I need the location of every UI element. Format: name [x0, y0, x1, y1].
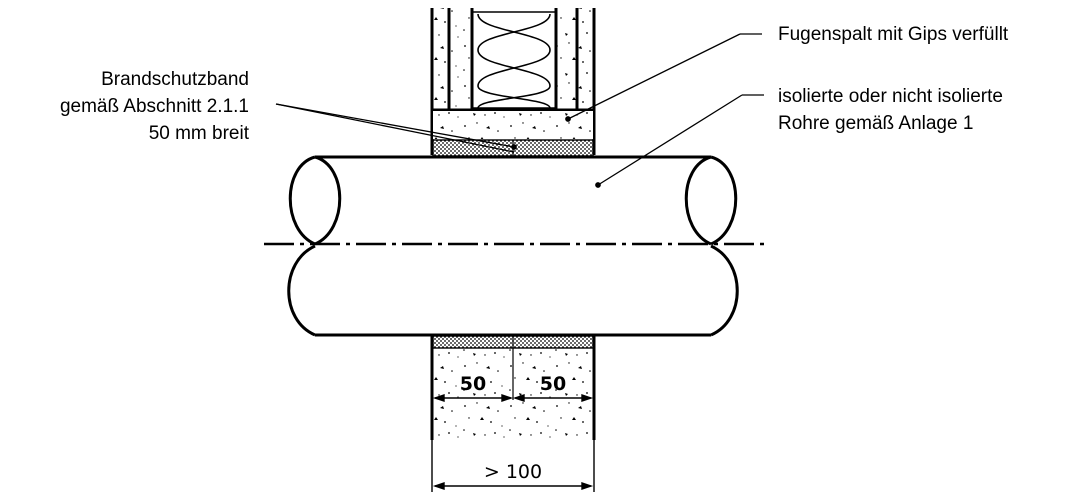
lower-wall [430, 335, 596, 440]
dim-wall-min-100: > 100 [484, 461, 542, 483]
dim-right-50: 50 [540, 373, 566, 395]
pipe-right-break [684, 155, 739, 337]
upper-wall-left-board [432, 8, 448, 110]
label-pipe-line1: isolierte oder nicht isolierte [778, 86, 1003, 107]
label-band-line3: 50 mm breit [149, 123, 250, 144]
upper-wall [430, 8, 596, 157]
upper-wall-left-board-2 [450, 8, 472, 110]
insulation-wool [472, 11, 556, 109]
upper-gypsum-joint [433, 111, 593, 139]
label-band-line2: gemäß Abschnitt 2.1.1 [60, 96, 249, 117]
label-band-line1: Brandschutzband [101, 69, 249, 90]
label-joint: Fugenspalt mit Gips verfüllt [778, 24, 1009, 45]
upper-wall-right-board [556, 8, 576, 110]
leader-lines [275, 33, 764, 188]
upper-wall-right-board-2 [578, 8, 594, 110]
dimension-lines [431, 394, 595, 492]
label-pipe-line2: Rohre gemäß Anlage 1 [778, 113, 973, 134]
pipe [264, 155, 770, 337]
pipe-left-break [287, 155, 342, 337]
dim-left-50: 50 [460, 373, 486, 395]
